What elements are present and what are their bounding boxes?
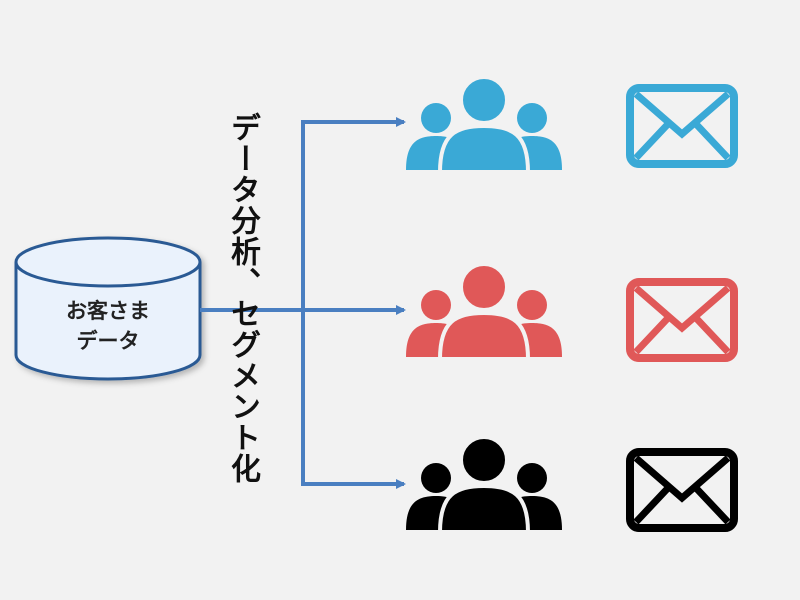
customer-database-cylinder (14, 236, 202, 381)
arrow-top (301, 117, 406, 484)
segment-red-people-icon (404, 262, 564, 361)
segment-blue-people-icon (404, 75, 564, 174)
segment-blue-envelope-icon (630, 88, 734, 164)
process-label: データ分析、セグメント化 (225, 112, 260, 484)
database-label-line1: お客さま (66, 299, 150, 323)
flow-arrows (200, 117, 406, 489)
segment-black-envelope-icon (630, 452, 734, 528)
segment-black-people-icon (404, 435, 564, 534)
database-label-line2: データ (76, 329, 140, 353)
arrow-bottom (301, 310, 406, 489)
segment-red-envelope-icon (630, 282, 734, 358)
